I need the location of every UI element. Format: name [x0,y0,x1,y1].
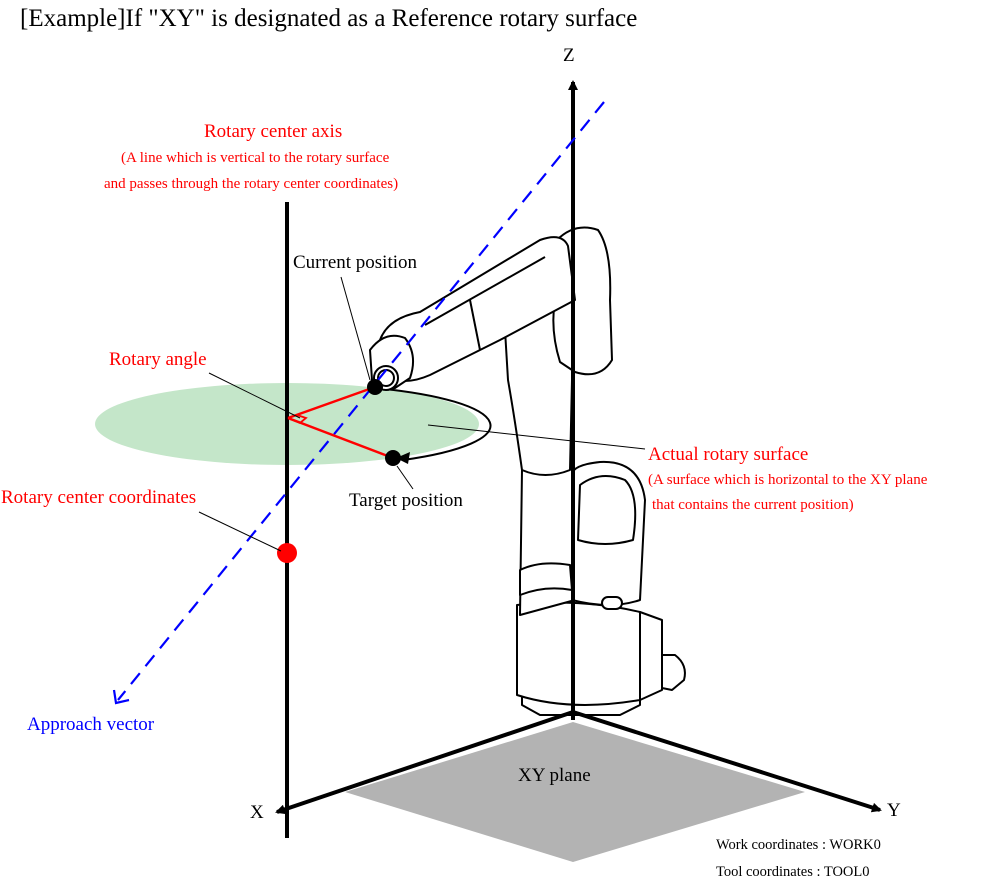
y-axis-label: Y [887,800,901,821]
approach-vector-line [117,101,605,701]
rotary-center-coordinates-label: Rotary center coordinates [1,487,197,508]
actual-rotary-surface-label: Actual rotary surface [648,444,809,465]
xy-plane-label: XY plane [518,765,591,786]
rotary-center-axis-desc-1: (A line which is vertical to the rotary … [121,150,390,166]
approach-vector-arrowhead [112,689,130,705]
radius-line-current [287,385,376,420]
actual-rotary-surface-desc-2: that contains the current position) [652,497,854,513]
diagram-title: [Example]If "XY" is designated as a Refe… [20,5,638,32]
rotary-angle-label: Rotary angle [109,349,207,370]
xy-plane [345,722,805,862]
z-axis-label: Z [563,45,575,66]
rotation-arrow-head [396,452,410,464]
x-axis-label: X [250,802,264,823]
leader-target-position [396,465,414,490]
target-position-point [385,450,401,466]
leader-rotary-center [198,511,282,552]
tool-coordinates-note: Tool coordinates : TOOL0 [716,864,870,880]
actual-rotary-surface-desc-1: (A surface which is horizontal to the XY… [648,472,928,488]
rotary-angle-marker [289,414,308,425]
rotation-path-arc [374,387,492,461]
robot-arm-illustration [369,226,686,716]
rotary-center-axis-desc-2: and passes through the rotary center coo… [104,176,399,192]
current-position-label: Current position [293,252,418,273]
rotary-center-axis-label: Rotary center axis [204,121,343,142]
leader-current-position [340,276,371,381]
approach-vector-label: Approach vector [27,714,155,735]
current-position-point [367,379,383,395]
work-coordinates-note: Work coordinates : WORK0 [716,837,881,853]
leader-actual-surface [427,424,646,450]
radius-line-target [287,416,394,460]
target-position-label: Target position [349,490,463,511]
x-axis-line [275,710,574,815]
rotary-center-point [277,543,297,563]
leader-rotary-angle [208,372,301,419]
y-axis-line [572,710,882,813]
